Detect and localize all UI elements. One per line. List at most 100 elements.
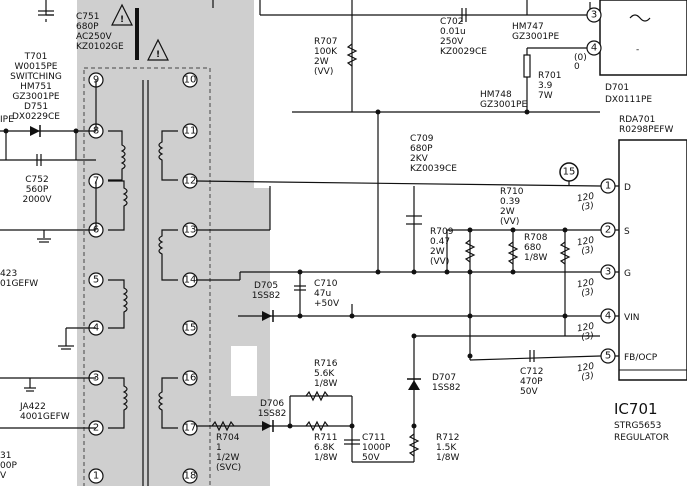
r709-label-line-0: R709 [430,227,454,237]
transformer-pin-16: 16 [182,370,198,386]
ic701-pin-3-number: 3 [605,267,611,278]
r712-label-line-0: R712 [436,433,459,443]
rda701-label-line-1: R0298PEFW [619,125,673,135]
r710-label-line-0: R710 [500,187,524,197]
r704-label-line-1: 1 [216,443,222,453]
ic701-desc: REGULATOR [614,433,669,443]
transformer-outline [83,67,211,486]
testpoint-15 [559,162,579,186]
d701-pin-4-number: 4 [591,43,597,54]
ja422-label-line-0: JA422 [19,402,46,412]
d706-label-line-1: 1SS82 [258,409,287,419]
ic701-ref: IC701 [614,400,658,418]
r709-label-line-2: 2W [430,247,445,257]
c709-label-line-2: 2KV [410,154,429,164]
hm748-label-line-0: HM748 [480,90,512,100]
left-bot-label-line-0: 31 [0,451,11,461]
c752-label-line-1: 560P [26,185,49,195]
c752-capacitor [36,154,42,166]
c712-label-line-2: 50V [520,387,538,397]
rda701-label-line-0: RDA701 [619,115,655,125]
c702-label-line-3: KZ0029CE [440,47,487,57]
ic701-pin-3-name: G [624,269,631,279]
r712-resistor [408,433,420,457]
r701-label-line-0: R701 [538,71,561,81]
ic701-pin-1-number: 1 [605,181,611,192]
left-wiring [0,80,97,429]
r711-label-line-1: 6.8K [314,443,335,453]
r704-label-line-2: 1/2W [216,453,239,463]
svg-text:!: ! [156,50,160,60]
d707-label-line-1: 1SS82 [432,383,461,393]
r712-label-line-1: 1.5K [436,443,457,453]
r710-label-line-3: (VV) [500,217,519,227]
ic701-pin-5-number: 5 [605,351,611,362]
ic701-pin-5-volt: 120 [576,362,595,375]
r701-resistor [523,54,531,78]
c751-label-line-3: KZ0102GE [76,42,124,52]
left-bot-label-line-1: 00P [0,461,17,471]
r707-label-line-3: (VV) [314,67,333,77]
ja422-label-line-1: 4001GEFW [20,412,70,422]
r704-label-line-0: R704 [216,433,240,443]
transformer-pin-16-number: 16 [184,373,197,384]
c751-label-line-2: AC250V [76,32,112,42]
ic701-pin-2: 2 [600,222,616,238]
c752-label-line-2: 2000V [22,195,52,205]
c702-label-line-2: 250V [440,37,464,47]
hm747-label-line-1: GZ3001PE [512,32,559,42]
d706-diode [262,420,274,432]
r716-label-line-0: R716 [314,359,338,369]
d751-label-line-1: DX0229CE [12,112,60,122]
transformer-pin-12: 12 [182,173,198,189]
d707-diode [407,378,421,390]
d706-label-line-0: D706 [260,399,284,409]
c751-label-line-1: 680P [76,22,99,32]
r709-label-line-3: (VV) [430,257,449,267]
ic701-pin-4-name: VIN [624,313,640,323]
transformer-pin-13: 13 [182,222,198,238]
ic701-pin-1-name: D [624,183,631,193]
r707-label-line-0: R707 [314,37,337,47]
r716-resistor [305,390,329,402]
d701-label-line-1: DX0111PE [605,95,652,105]
transformer-pin-5-number: 5 [93,275,99,286]
r708-resistor [507,241,519,265]
transformer-pin-14-number: 14 [184,275,197,286]
d751-diode [30,125,41,137]
ic701-pin-4-volt-paren: (3) [581,331,595,343]
shaded-region [77,0,270,486]
transformer-pin-18: 18 [182,468,198,484]
d705-diode [262,310,274,322]
r709-resistor [464,239,476,263]
d701-pin-4: 4 [586,40,602,56]
r711-label-line-0: R711 [314,433,337,443]
r716-label-line-1: 5.6K [314,369,335,379]
transformer-pin-17-number: 17 [184,423,197,434]
r708-label-line-1: 680 [524,243,541,253]
r708-label-line-0: R708 [524,233,548,243]
t701-label-line-0: T701 [24,52,48,62]
junction-dots [3,109,568,429]
r710-label-line-2: 2W [500,207,515,217]
d705-label-line-0: D705 [254,281,278,291]
ic701-part: STRG5653 [614,421,661,431]
ground-symbols-left [24,19,74,392]
ic701-pin-1-volt: 120 [576,192,595,205]
r716-label-line-2: 1/8W [314,379,337,389]
t701-label-line-1: W0015PE [15,62,58,72]
d701-box [599,0,687,76]
ic701-pin-2-name: S [624,227,630,237]
pin4-value-line-0: (0) [574,53,587,63]
transformer-pin-1-number: 1 [93,471,99,482]
c709-label-line-3: KZ0039CE [410,164,457,174]
r711-resistor [305,420,329,432]
r707-label-line-2: 2W [314,57,329,67]
ic701-pin-2-volt-paren: (3) [581,245,595,257]
ic701-pin-2-number: 2 [605,225,611,236]
c710-label-line-2: +50V [314,299,340,309]
c709-label-line-0: C709 [410,134,434,144]
ic701-box [618,139,687,381]
hm751-label-line-0: HM751 [20,82,52,92]
